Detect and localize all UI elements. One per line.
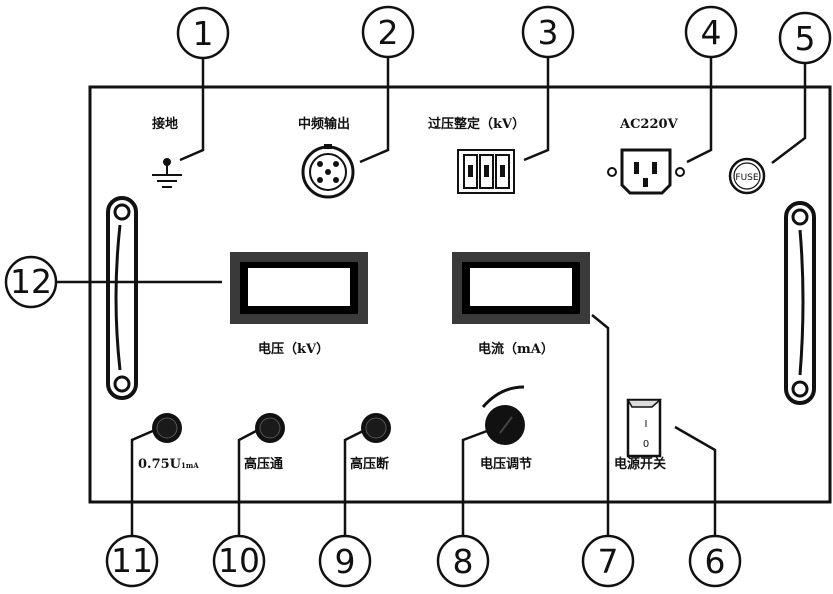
overvoltage-setting-switches: 过压整定（kV） bbox=[428, 116, 525, 194]
left-handle bbox=[106, 196, 138, 400]
ac-input-label: AC220V bbox=[619, 117, 679, 132]
mid-freq-output-label: 中频输出 bbox=[298, 116, 350, 132]
svg-text:12: 12 bbox=[10, 262, 52, 301]
current-meter-label: 电流（mA） bbox=[478, 341, 554, 357]
callout-1: 1 bbox=[176, 6, 230, 60]
voltage-adjust-label: 电压调节 bbox=[480, 456, 532, 472]
panel-outline bbox=[88, 85, 832, 504]
svg-text:8: 8 bbox=[453, 542, 474, 581]
callout-5: 5 bbox=[778, 11, 832, 65]
callout-9: 9 bbox=[318, 534, 372, 588]
ac-power-inlet: AC220V bbox=[607, 117, 685, 195]
voltage-adjust-knob: 电压调节 bbox=[480, 385, 532, 472]
switch-off-mark: 0 bbox=[643, 439, 649, 450]
u075-button: 0.75U1mA bbox=[138, 413, 199, 472]
hv-on-label: 高压通 bbox=[244, 456, 283, 472]
svg-text:4: 4 bbox=[701, 13, 722, 52]
callout-8: 8 bbox=[436, 534, 490, 588]
callout-10: 10 bbox=[212, 534, 266, 588]
callout-2: 2 bbox=[361, 5, 415, 59]
callout-4: 4 bbox=[684, 5, 738, 59]
svg-text:11: 11 bbox=[111, 541, 153, 580]
power-switch: I 0 电源开关 bbox=[614, 398, 666, 472]
overvoltage-setting-label: 过压整定（kV） bbox=[428, 116, 525, 132]
svg-text:1: 1 bbox=[193, 14, 214, 53]
ground-label: 接地 bbox=[152, 116, 178, 132]
svg-text:5: 5 bbox=[795, 19, 816, 58]
svg-text:6: 6 bbox=[705, 542, 726, 581]
svg-text:2: 2 bbox=[378, 13, 399, 52]
right-handle bbox=[784, 201, 816, 405]
callout-11: 11 bbox=[105, 534, 159, 588]
svg-text:3: 3 bbox=[538, 13, 559, 52]
svg-text:9: 9 bbox=[335, 542, 356, 581]
hv-off-label: 高压断 bbox=[350, 456, 389, 472]
voltage-meter: 电压（kV） bbox=[230, 252, 368, 357]
u075-label: 0.75U1mA bbox=[138, 457, 199, 472]
hv-off-button: 高压断 bbox=[350, 413, 391, 472]
svg-text:10: 10 bbox=[218, 541, 260, 580]
ground-terminal: 接地 bbox=[152, 116, 182, 188]
hv-on-button: 高压通 bbox=[244, 413, 285, 472]
svg-text:7: 7 bbox=[598, 542, 619, 581]
current-meter: 电流（mA） bbox=[452, 252, 590, 357]
callout-6: 6 bbox=[688, 534, 742, 588]
voltage-meter-label: 电压（kV） bbox=[258, 341, 329, 357]
callout-7: 7 bbox=[581, 534, 635, 588]
callout-12: 12 bbox=[4, 255, 58, 309]
power-switch-label: 电源开关 bbox=[614, 456, 666, 472]
mid-freq-output-connector: 中频输出 bbox=[298, 116, 355, 199]
fuse-label: FUSE bbox=[735, 173, 758, 183]
switch-on-mark: I bbox=[645, 419, 648, 430]
leader-lines bbox=[57, 57, 807, 538]
callout-3: 3 bbox=[521, 5, 575, 59]
fuse-holder: FUSE bbox=[728, 157, 766, 195]
